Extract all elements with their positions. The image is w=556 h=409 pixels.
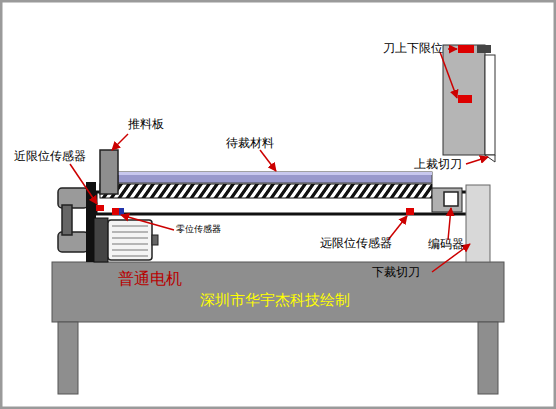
material-top: [118, 172, 432, 175]
pulley: [58, 188, 88, 252]
part-label: 下裁切刀: [372, 266, 420, 280]
part-label: 待裁材料: [226, 137, 274, 151]
motor-label: 普通电机: [118, 270, 182, 288]
part-label: 零位传感器: [176, 224, 221, 234]
upper-cutter: [443, 45, 495, 162]
encoder-mount: [432, 188, 462, 212]
pusher-plate: [100, 150, 118, 194]
motor: [94, 218, 158, 262]
far-sensor: [406, 208, 414, 215]
material-bar: [118, 172, 432, 183]
near-sensor: [96, 205, 104, 211]
lead-screw: [100, 184, 432, 198]
part-label: 近限位传感器: [14, 150, 86, 164]
table: [52, 262, 504, 394]
lower-cutter: [466, 185, 490, 262]
encoder: [444, 192, 458, 206]
part-label: 上裁切刀: [414, 158, 462, 172]
leader-lines: [70, 49, 488, 272]
zero-sensor: [112, 208, 119, 215]
part-label: 刀上下限位: [383, 42, 443, 56]
part-label: 远限位传感器: [320, 237, 392, 251]
sensor-flag: [119, 208, 124, 215]
part-label: 编码器: [428, 238, 464, 252]
watermark: 深圳市华宇杰科技绘制: [200, 292, 350, 309]
part-label: 推料板: [128, 118, 164, 132]
